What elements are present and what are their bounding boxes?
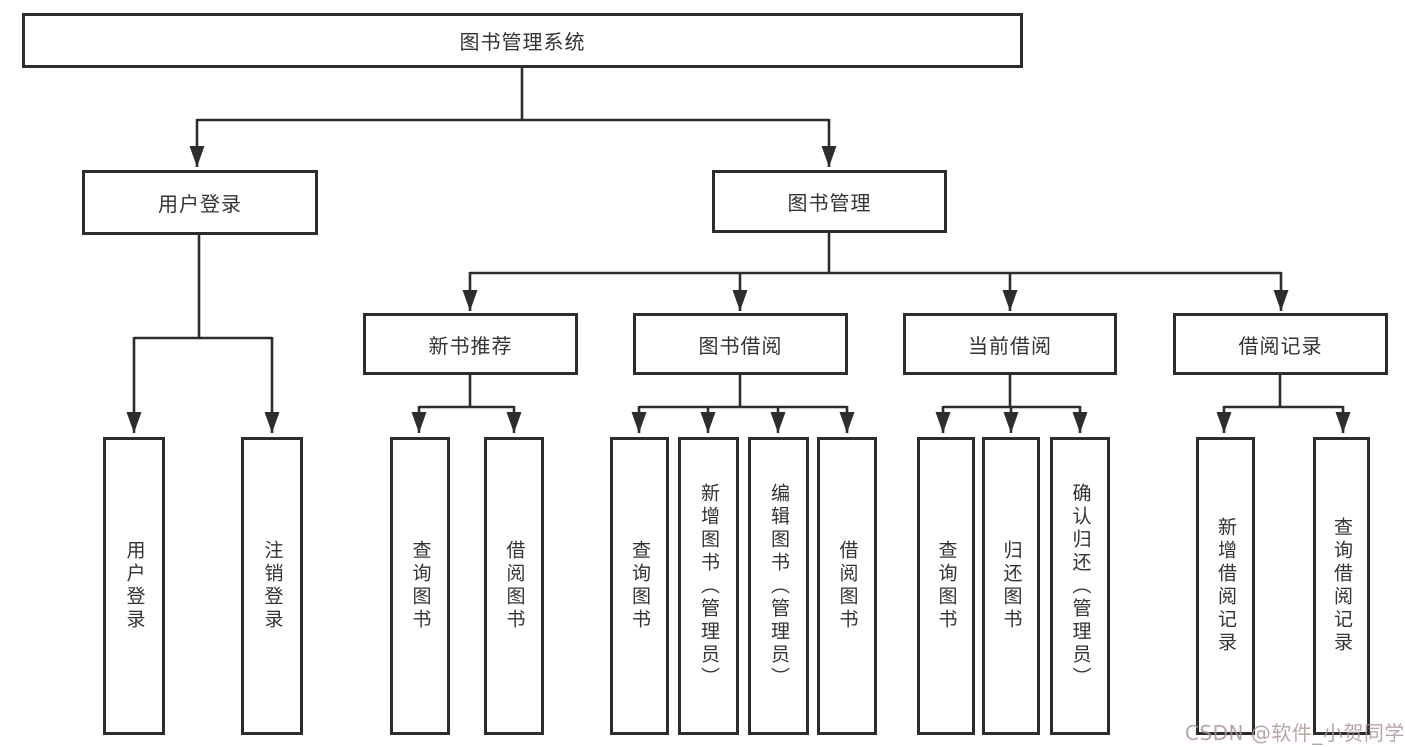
connector-management xyxy=(470,233,1281,275)
leaf-borrow-books-recommend: 借阅图书 xyxy=(484,437,544,735)
leaf-edit-book-admin: 编辑图书（管理员） xyxy=(748,437,809,735)
node-label: 查询图书 xyxy=(935,540,958,632)
leaf-query-books-borrow: 查询图书 xyxy=(610,437,669,735)
node-label: 用户登录 xyxy=(158,192,242,216)
node-label: 图书借阅 xyxy=(698,333,783,358)
node-book-management: 图书管理 xyxy=(712,170,947,233)
node-label: 当前借阅 xyxy=(968,333,1052,358)
node-label: 图书管理 xyxy=(787,191,872,215)
leaf-borrow-books: 借阅图书 xyxy=(817,437,877,735)
node-new-book-recommend: 新书推荐 xyxy=(363,313,578,375)
watermark: CSDN @软件_小贺同学 xyxy=(1185,721,1405,745)
node-label: 确认归还（管理员） xyxy=(1069,482,1092,690)
leaf-confirm-return-admin: 确认归还（管理员） xyxy=(1050,437,1110,735)
node-label: 注销登录 xyxy=(261,540,284,632)
node-label: 新书推荐 xyxy=(428,333,513,358)
leaf-user-login: 用户登录 xyxy=(103,437,165,735)
leaf-query-books-recommend: 查询图书 xyxy=(390,437,450,735)
node-label: 查询图书 xyxy=(409,540,432,632)
node-label: 归还图书 xyxy=(1000,540,1023,632)
node-label: 图书管理系统 xyxy=(459,30,586,54)
node-book-borrow: 图书借阅 xyxy=(633,313,848,375)
leaf-query-borrow-record: 查询借阅记录 xyxy=(1313,437,1370,735)
node-current-borrow: 当前借阅 xyxy=(903,313,1117,375)
leaf-add-borrow-record: 新增借阅记录 xyxy=(1196,437,1255,735)
node-user-login: 用户登录 xyxy=(82,170,318,235)
node-label: 借阅记录 xyxy=(1238,333,1323,358)
node-label: 新增图书（管理员） xyxy=(698,482,720,690)
node-label: 用户登录 xyxy=(123,540,146,632)
connector-book-borrow xyxy=(639,375,847,409)
connector-current-borrow xyxy=(943,375,1080,409)
connector-new-book xyxy=(419,375,514,409)
connector-login xyxy=(134,235,272,340)
connector-root xyxy=(197,68,829,122)
node-borrow-records: 借阅记录 xyxy=(1173,313,1388,375)
node-label: 借阅图书 xyxy=(503,540,526,632)
node-label: 新增借阅记录 xyxy=(1215,517,1237,655)
node-label: 查询借阅记录 xyxy=(1331,517,1353,655)
node-label: 查询图书 xyxy=(629,540,651,632)
node-label: 借阅图书 xyxy=(836,540,859,632)
node-label: 编辑图书（管理员） xyxy=(768,482,790,690)
leaf-return-books: 归还图书 xyxy=(982,437,1040,735)
leaf-add-book-admin: 新增图书（管理员） xyxy=(678,437,739,735)
node-library-management-system: 图书管理系统 xyxy=(22,13,1023,68)
leaf-query-books-current: 查询图书 xyxy=(917,437,975,735)
leaf-logout: 注销登录 xyxy=(241,437,303,735)
connector-borrow-records xyxy=(1224,375,1343,409)
